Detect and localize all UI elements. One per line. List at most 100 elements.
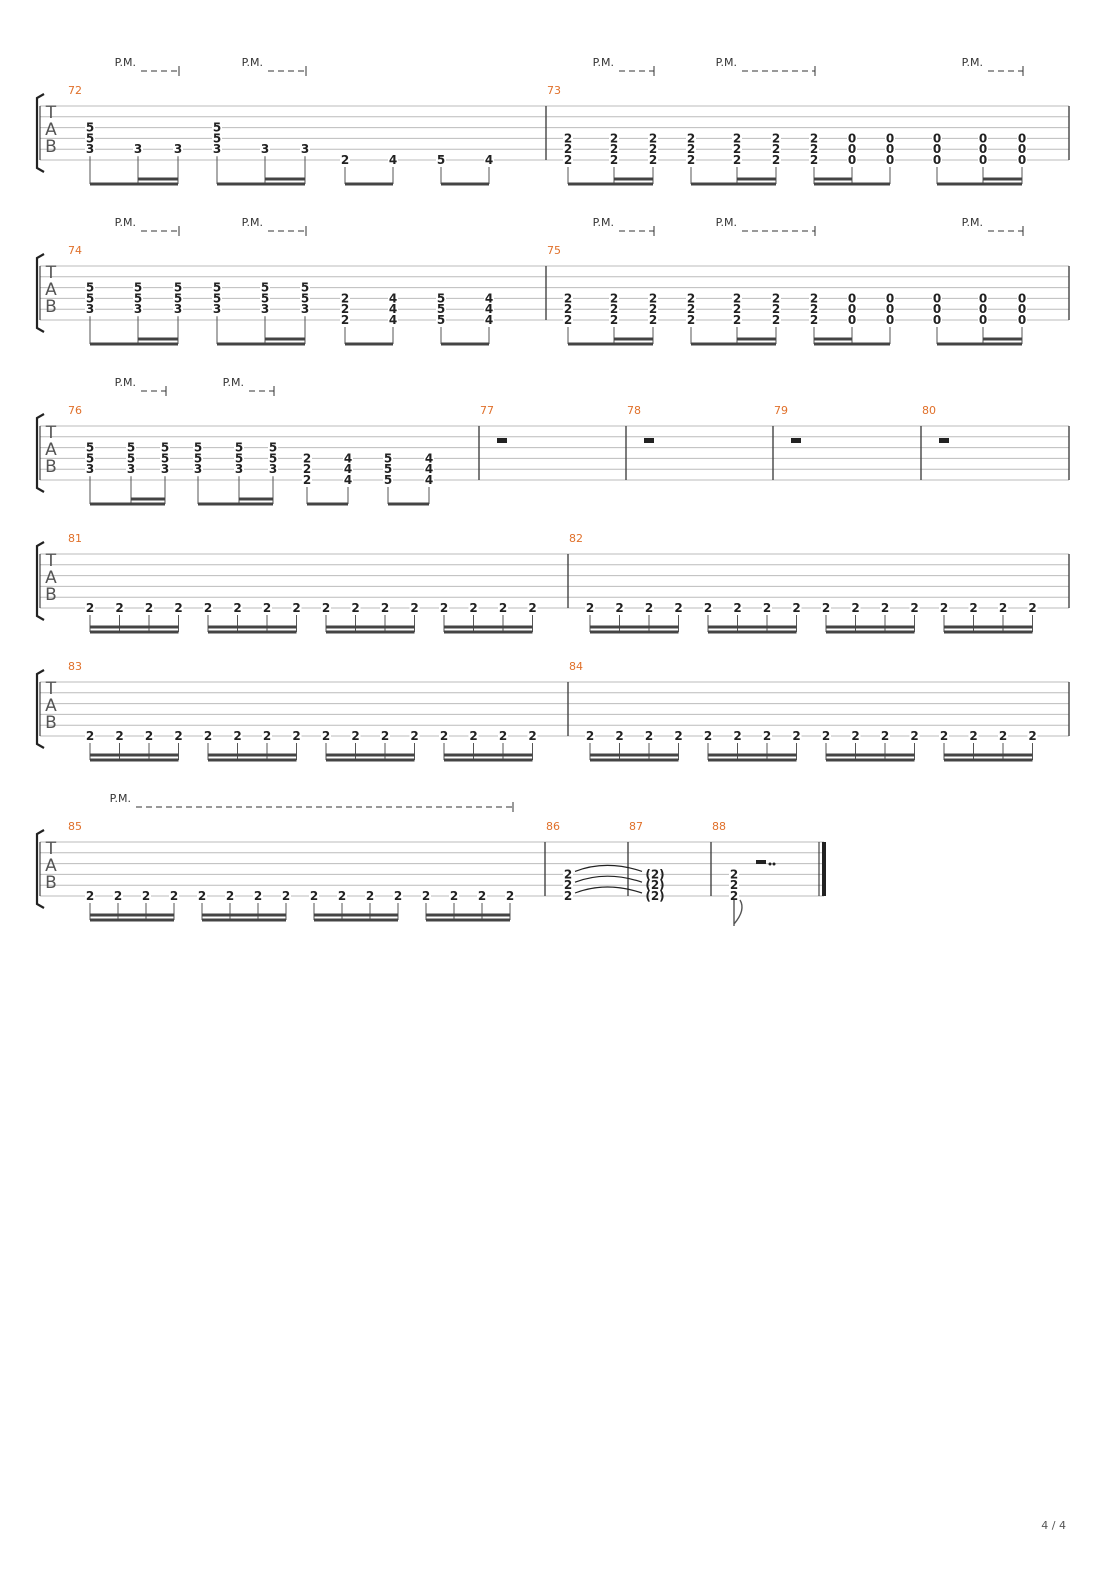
beam	[90, 913, 174, 917]
fret-number: (2)	[645, 889, 664, 903]
beam	[314, 918, 398, 922]
fret-number: 2	[528, 601, 536, 615]
fret-number: 2	[810, 131, 818, 145]
beam	[326, 630, 415, 634]
fret-background	[791, 731, 802, 741]
fret-background	[268, 442, 278, 453]
beam	[90, 625, 179, 629]
fret-background	[212, 122, 222, 133]
fret-number: 2	[649, 291, 657, 305]
fret-background	[648, 293, 658, 304]
fret-number: 3	[213, 302, 221, 316]
fret-background	[686, 304, 696, 315]
fret-number: 0	[848, 131, 856, 145]
fret-background	[809, 293, 819, 304]
fret-number: 2	[792, 729, 800, 743]
fret-number: 2	[341, 291, 349, 305]
fret-background	[212, 293, 222, 304]
fret-number: 5	[86, 291, 94, 305]
fret-background	[809, 133, 819, 144]
fret-background	[302, 453, 312, 464]
fret-background	[321, 731, 331, 741]
fret-number: 2	[687, 302, 695, 316]
fret-number: 2	[410, 729, 418, 743]
fret-background	[1017, 304, 1027, 315]
fret-background	[762, 731, 772, 741]
fret-background	[771, 144, 781, 155]
fret-background	[1027, 603, 1038, 613]
fret-background	[393, 891, 403, 901]
fret-background	[847, 315, 857, 325]
tab-clef-letter: T	[45, 423, 57, 443]
fret-number: 2	[687, 291, 695, 305]
fret-number: 3	[213, 142, 221, 156]
fret-number: 2	[674, 601, 682, 615]
fret-number: 5	[194, 451, 202, 465]
fret-background	[193, 442, 203, 453]
system-bracket	[35, 253, 45, 333]
fret-background	[133, 144, 143, 155]
fret-background	[644, 731, 654, 741]
fret-number: 3	[127, 462, 135, 476]
measure-number: 82	[569, 532, 583, 545]
fret-background	[968, 731, 979, 741]
fret-number: 0	[979, 131, 987, 145]
fret-background	[365, 891, 375, 901]
fret-number: 2	[687, 142, 695, 156]
measure-number: 80	[922, 404, 936, 417]
fret-background	[585, 731, 595, 741]
fret-background	[939, 731, 949, 741]
palm-mute-label: P.M.	[716, 216, 737, 229]
beam	[90, 182, 178, 186]
fret-number: 2	[564, 291, 572, 305]
fret-number: 2	[772, 313, 780, 327]
beam	[691, 182, 776, 186]
fret-number: 2	[115, 601, 123, 615]
fret-number: 2	[1028, 729, 1036, 743]
fret-background	[484, 155, 494, 165]
fret-background	[732, 293, 742, 304]
fret-number: 2	[822, 601, 830, 615]
beam	[691, 342, 776, 346]
measure-number: 77	[480, 404, 494, 417]
fret-background	[409, 603, 420, 613]
fret-number: 2	[881, 729, 889, 743]
fret-number: 2	[564, 142, 572, 156]
fret-number: 2	[506, 889, 514, 903]
fret-number: 2	[469, 601, 477, 615]
fret-background	[609, 144, 619, 155]
fret-number: 2	[610, 313, 618, 327]
beam	[426, 918, 510, 922]
fret-number: 2	[564, 153, 572, 167]
fret-background	[885, 304, 895, 315]
fret-background	[321, 603, 331, 613]
fret-number: 3	[261, 302, 269, 316]
beam	[614, 337, 653, 341]
fret-background	[609, 155, 619, 165]
fret-number: 2	[649, 142, 657, 156]
beam	[814, 342, 890, 346]
fret-background	[484, 293, 494, 304]
beam	[814, 177, 852, 181]
fret-number: 2	[145, 601, 153, 615]
fret-number: 2	[610, 291, 618, 305]
fret-number: 0	[979, 153, 987, 167]
fret-number: 2	[142, 889, 150, 903]
fret-number: 2	[730, 889, 738, 903]
fret-background	[847, 304, 857, 315]
fret-background	[409, 731, 420, 741]
fret-background	[173, 293, 183, 304]
whole-rest	[497, 438, 507, 443]
fret-background	[85, 603, 95, 613]
fret-background	[203, 603, 213, 613]
fret-number: 2	[940, 729, 948, 743]
beam	[590, 758, 679, 762]
fret-background	[563, 315, 573, 325]
fret-number: 2	[733, 313, 741, 327]
fret-number: 5	[161, 441, 169, 455]
fret-background	[1017, 293, 1027, 304]
fret-number: 2	[233, 601, 241, 615]
fret-number: 0	[848, 142, 856, 156]
fret-number: 2	[649, 153, 657, 167]
